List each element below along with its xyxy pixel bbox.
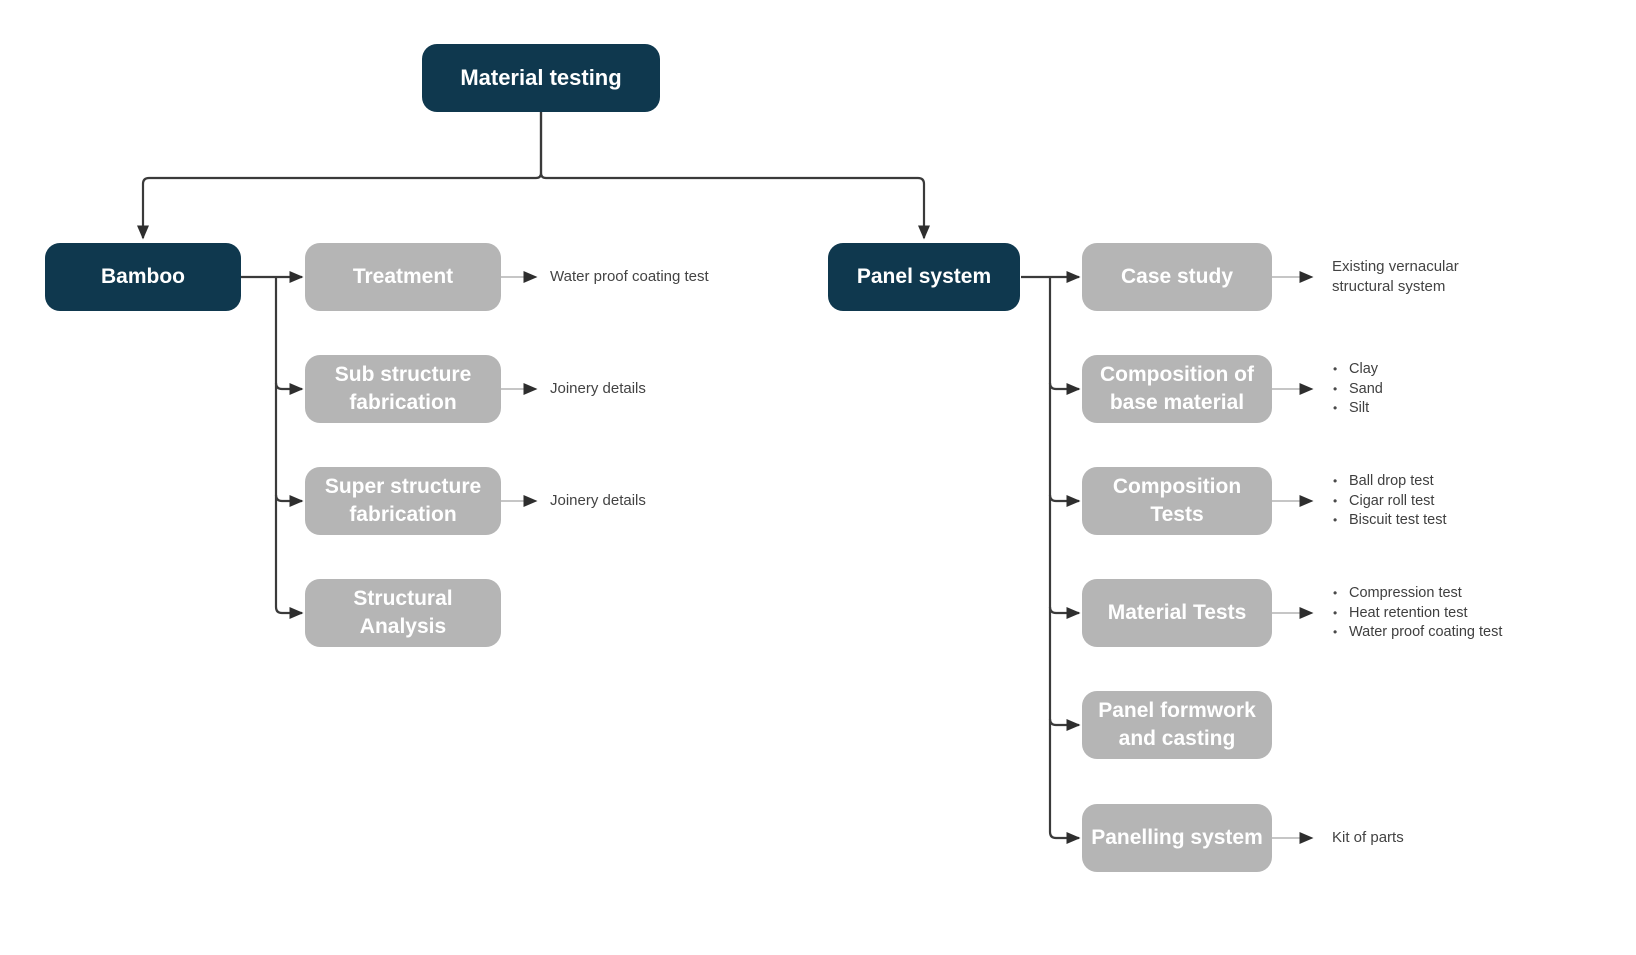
- node-material-tests-label: Material Tests: [1107, 601, 1247, 624]
- node-structural-analysis: Structural Analysis: [305, 579, 501, 647]
- connector-bamboo-trunk-to-structural-analysis: [274, 277, 304, 619]
- node-panel-formwork-and-casting-label: Panel formwork and casting: [1098, 699, 1256, 750]
- node-material-testing-label: Material testing: [460, 65, 622, 90]
- node-material-tests: Material Tests: [1082, 579, 1272, 647]
- node-bamboo-label: Bamboo: [101, 265, 185, 288]
- bullet-item: Sand: [1332, 379, 1383, 399]
- bullets-material-tests: Compression test Heat retention test Wat…: [1332, 584, 1502, 643]
- node-structural-analysis-label: Structural Analysis: [353, 587, 453, 638]
- connector-bamboo-to-super-structure: [274, 494, 304, 507]
- node-panelling-system-label: Panelling system: [1091, 826, 1263, 849]
- bullets-composition-of-base-material: Clay Sand Silt: [1332, 360, 1383, 419]
- note-water-proof-coating-test: Water proof coating test: [550, 268, 709, 285]
- note-joinery-details-sub: Joinery details: [550, 380, 646, 397]
- connector-panel-trunk-to-panelling-system: [1048, 277, 1081, 844]
- node-panel-formwork-and-casting: Panel formwork and casting: [1082, 691, 1272, 759]
- node-super-structure-fabrication: Super structure fabrication: [305, 467, 501, 535]
- note-joinery-details-super: Joinery details: [550, 492, 646, 509]
- connector-panel-to-composition-base: [1048, 382, 1081, 395]
- note-existing-vernacular: Existing vernacular structural system: [1332, 258, 1459, 295]
- bullet-item: Water proof coating test: [1332, 623, 1502, 643]
- node-case-study: Case study: [1082, 243, 1272, 311]
- node-composition-tests-label: Composition Tests: [1112, 475, 1242, 526]
- connector-panel-to-composition-tests: [1048, 494, 1081, 507]
- node-treatment-label: Treatment: [352, 265, 454, 288]
- node-bamboo: Bamboo: [45, 243, 241, 311]
- bullet-item: Compression test: [1332, 584, 1502, 604]
- connector-panel-to-formwork: [1048, 718, 1081, 731]
- node-sub-structure-fabrication: Sub structure fabrication: [305, 355, 501, 423]
- node-composition-tests: Composition Tests: [1082, 467, 1272, 535]
- connector-root-to-bamboo: [137, 112, 543, 240]
- node-treatment: Treatment: [305, 243, 501, 311]
- bullet-item: Cigar roll test: [1332, 491, 1447, 511]
- node-super-structure-fabrication-label: Super structure fabrication: [324, 475, 482, 526]
- bullet-item: Clay: [1332, 360, 1383, 380]
- bullet-item: Silt: [1332, 399, 1383, 419]
- connector-root-to-panel: [539, 112, 930, 240]
- node-sub-structure-fabrication-label: Sub structure fabrication: [334, 363, 472, 414]
- node-material-testing: Material testing: [422, 44, 660, 112]
- node-panel-system: Panel system: [828, 243, 1020, 311]
- node-case-study-label: Case study: [1120, 265, 1234, 288]
- bullet-item: Ball drop test: [1332, 472, 1447, 492]
- node-composition-of-base-material: Composition of base material: [1082, 355, 1272, 423]
- bullet-item: Heat retention test: [1332, 603, 1502, 623]
- connector-bamboo-to-sub-structure: [274, 382, 304, 395]
- connector-panel-to-material-tests: [1048, 606, 1081, 619]
- node-panelling-system: Panelling system: [1082, 804, 1272, 872]
- note-kit-of-parts: Kit of parts: [1332, 829, 1404, 846]
- node-composition-of-base-material-label: Composition of base material: [1100, 363, 1254, 414]
- bullet-item: Biscuit test test: [1332, 511, 1447, 531]
- bullets-composition-tests: Ball drop test Cigar roll test Biscuit t…: [1332, 472, 1447, 531]
- node-panel-system-label: Panel system: [856, 265, 992, 288]
